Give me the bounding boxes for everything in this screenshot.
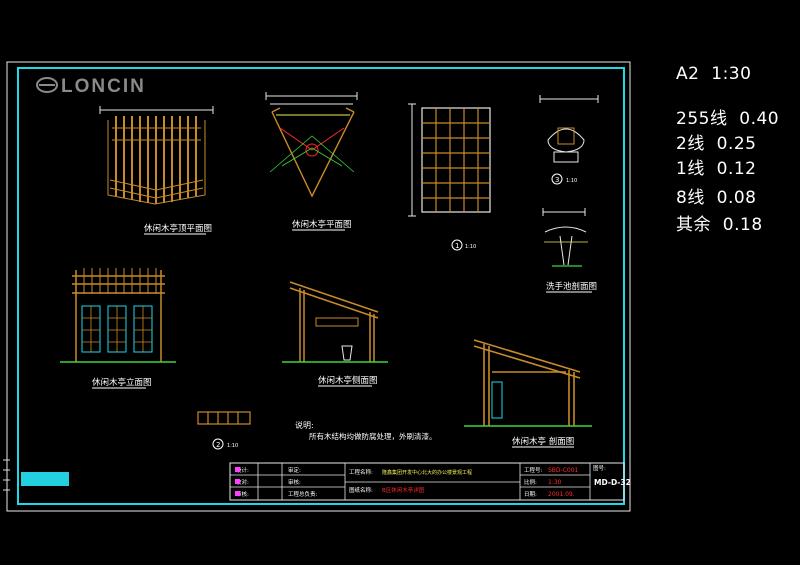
view-top-plan: 休闲木亭顶平面图: [99, 106, 214, 235]
notes-title: 说明:: [295, 420, 314, 430]
view-title-plan: 休闲木亭平面图: [292, 219, 352, 230]
view-title-section: 休闲木亭 剖面图: [512, 436, 574, 447]
tb-col1-row3: 审核:: [236, 490, 249, 498]
legend-row-other: 其余 0.18: [676, 215, 763, 235]
view-title-top-plan: 休闲木亭顶平面图: [144, 223, 212, 234]
detail-3-scale: 1:10: [566, 178, 577, 184]
legend-row-255: 255线 0.40: [676, 109, 780, 129]
detail-2-scale: 1:10: [227, 443, 238, 449]
tb-drawing-label: 图纸名称:: [349, 486, 373, 494]
detail-1-scale: 1:10: [465, 244, 476, 250]
tb-col2-row2: 审核:: [288, 478, 301, 486]
legend-row-8: 8线 0.08: [676, 188, 757, 208]
notes-body: 所有木结构均做防腐处理，外刷清漆。: [309, 431, 437, 441]
tb-sheet-label: 图号:: [593, 464, 606, 472]
view-detail-3-basin: 3 1:10: [539, 95, 599, 185]
view-plan: 休闲木亭平面图: [265, 92, 358, 231]
cyan-scale-block: [21, 472, 69, 486]
view-detail-1-lattice: 1 1:10: [408, 103, 491, 251]
legend-row-2: 2线 0.25: [676, 134, 757, 154]
legend-paper-scale: A2 1:30: [676, 64, 752, 84]
tb-scale: 1:30: [548, 479, 562, 486]
tb-col1-row2: 校对:: [236, 478, 249, 486]
tb-col1-row1: 设计:: [236, 466, 249, 474]
tb-date: 2001.09.: [548, 491, 575, 498]
logo-text: LONCIN: [61, 76, 146, 97]
tb-scale-label: 比例:: [524, 478, 537, 486]
view-title-basin: 洗手池剖面图: [546, 281, 597, 292]
notes-block: 说明: 所有木结构均做防腐处理，外刷清漆。: [295, 420, 437, 441]
view-detail-2: 2 1:10: [197, 411, 251, 450]
view-basin-section: 洗手池剖面图: [542, 208, 597, 293]
title-block: 设计: 校对: 审核: 审定: 审核: 工程总负责: 工程名称: 图纸名称: 工…: [229, 462, 631, 501]
loncin-logo: LONCIN: [36, 76, 146, 97]
tb-project-label: 工程名称:: [349, 468, 373, 476]
detail-1-number: 1: [455, 242, 459, 250]
tb-sheet-number: MD-D-32: [594, 478, 631, 487]
left-scale-marks: [3, 459, 10, 491]
view-front-elevation: 休闲木亭立面图: [60, 268, 176, 389]
outer-sheet-border: [6, 61, 631, 512]
detail-3-number: 3: [555, 176, 559, 184]
inner-sheet-border: [17, 67, 625, 505]
tb-project-name: 隆鑫集团开发中心北大的办公楼景观工程: [382, 469, 472, 476]
detail-2-number: 2: [216, 441, 220, 449]
view-section: 休闲木亭 剖面图: [464, 339, 592, 448]
tb-code: SBD-C001: [548, 467, 579, 474]
legend-row-1: 1线 0.12: [676, 159, 757, 179]
view-title-front: 休闲木亭立面图: [92, 377, 152, 388]
view-title-side: 休闲木亭侧面图: [318, 375, 378, 386]
tb-date-label: 日期:: [524, 491, 537, 498]
tb-col2-row1: 审定:: [288, 466, 301, 474]
tb-code-label: 工程号:: [524, 466, 543, 474]
tb-drawing-name: B区休闲木亭详图: [382, 486, 425, 494]
tb-col2-row3: 工程总负责:: [288, 490, 318, 498]
view-side-elevation: 休闲木亭侧面图: [282, 281, 388, 387]
